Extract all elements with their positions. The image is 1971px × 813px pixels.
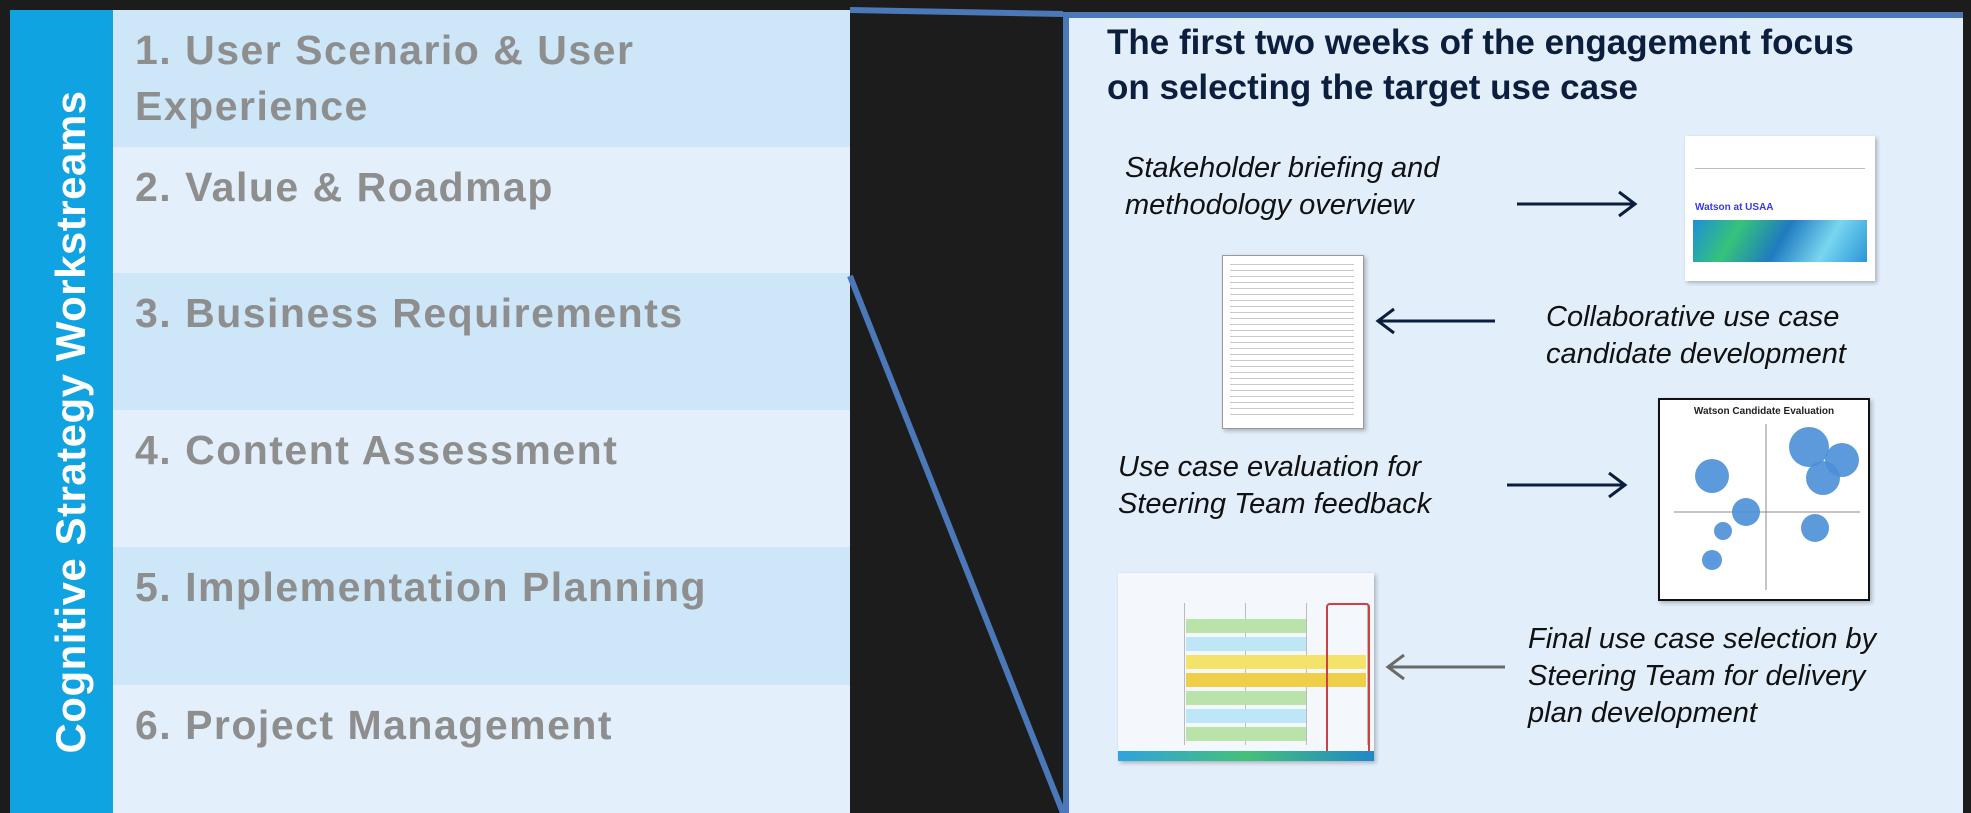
workstreams-sidebar: Cognitive Strategy Workstreams <box>10 10 113 813</box>
document-text-lines <box>1230 264 1354 420</box>
workstream-row-3: 3. Business Requirements <box>113 273 850 410</box>
deck-title: Watson at USAA <box>1695 202 1774 213</box>
workstream-row-2: 2. Value & Roadmap <box>113 147 850 273</box>
workstream-label: 4. Content Assessment <box>135 427 619 473</box>
candidate-document-thumbnail <box>1222 255 1364 429</box>
workstream-row-5: 5. Implementation Planning <box>113 547 850 685</box>
table-footer-band <box>1118 751 1374 761</box>
workstream-row-1: 1. User Scenario & User Experience <box>113 10 850 147</box>
workstream-label: 2. Value & Roadmap <box>135 164 554 210</box>
deck-banner <box>1693 220 1867 262</box>
table-cell <box>1186 727 1306 741</box>
workstream-label: 6. Project Management <box>135 702 614 748</box>
bubble-chart <box>1674 424 1860 590</box>
workstream-row-4: 4. Content Assessment <box>113 410 850 547</box>
table-cell <box>1186 691 1306 705</box>
table-cell <box>1186 619 1306 633</box>
table-cell <box>1186 655 1366 669</box>
arrow-right-icon <box>1517 190 1638 218</box>
deck-header <box>1695 144 1865 169</box>
table-cell <box>1186 709 1306 723</box>
chart-title: Watson Candidate Evaluation <box>1693 406 1835 417</box>
workstream-row-6: 6. Project Management <box>113 685 850 813</box>
step-final-selection: Final use case selection by Steering Tea… <box>1528 623 1877 729</box>
workstream-label: 5. Implementation Planning <box>135 564 708 610</box>
workstream-label: 3. Business Requirements <box>135 290 684 336</box>
selected-column-highlight <box>1326 603 1370 755</box>
arrow-left-icon <box>1375 307 1495 335</box>
selection-table-thumbnail <box>1118 573 1374 761</box>
table-cell <box>1186 673 1366 687</box>
evaluation-chart-thumbnail: Watson Candidate Evaluation <box>1658 398 1870 601</box>
step-stakeholder-briefing: Stakeholder briefing and methodology ove… <box>1125 152 1440 221</box>
panel-title: The first two weeks of the engagement fo… <box>1107 23 1854 107</box>
briefing-deck-thumbnail: Watson at USAA <box>1685 136 1875 281</box>
workstream-label: 1. User Scenario & User Experience <box>135 27 635 129</box>
arrow-right-icon <box>1507 471 1628 499</box>
step-candidate-development: Collaborative use case candidate develop… <box>1546 301 1846 370</box>
table-cell <box>1186 637 1306 651</box>
arrow-left-icon <box>1385 653 1505 681</box>
step-evaluation: Use case evaluation for Steering Team fe… <box>1118 451 1432 520</box>
